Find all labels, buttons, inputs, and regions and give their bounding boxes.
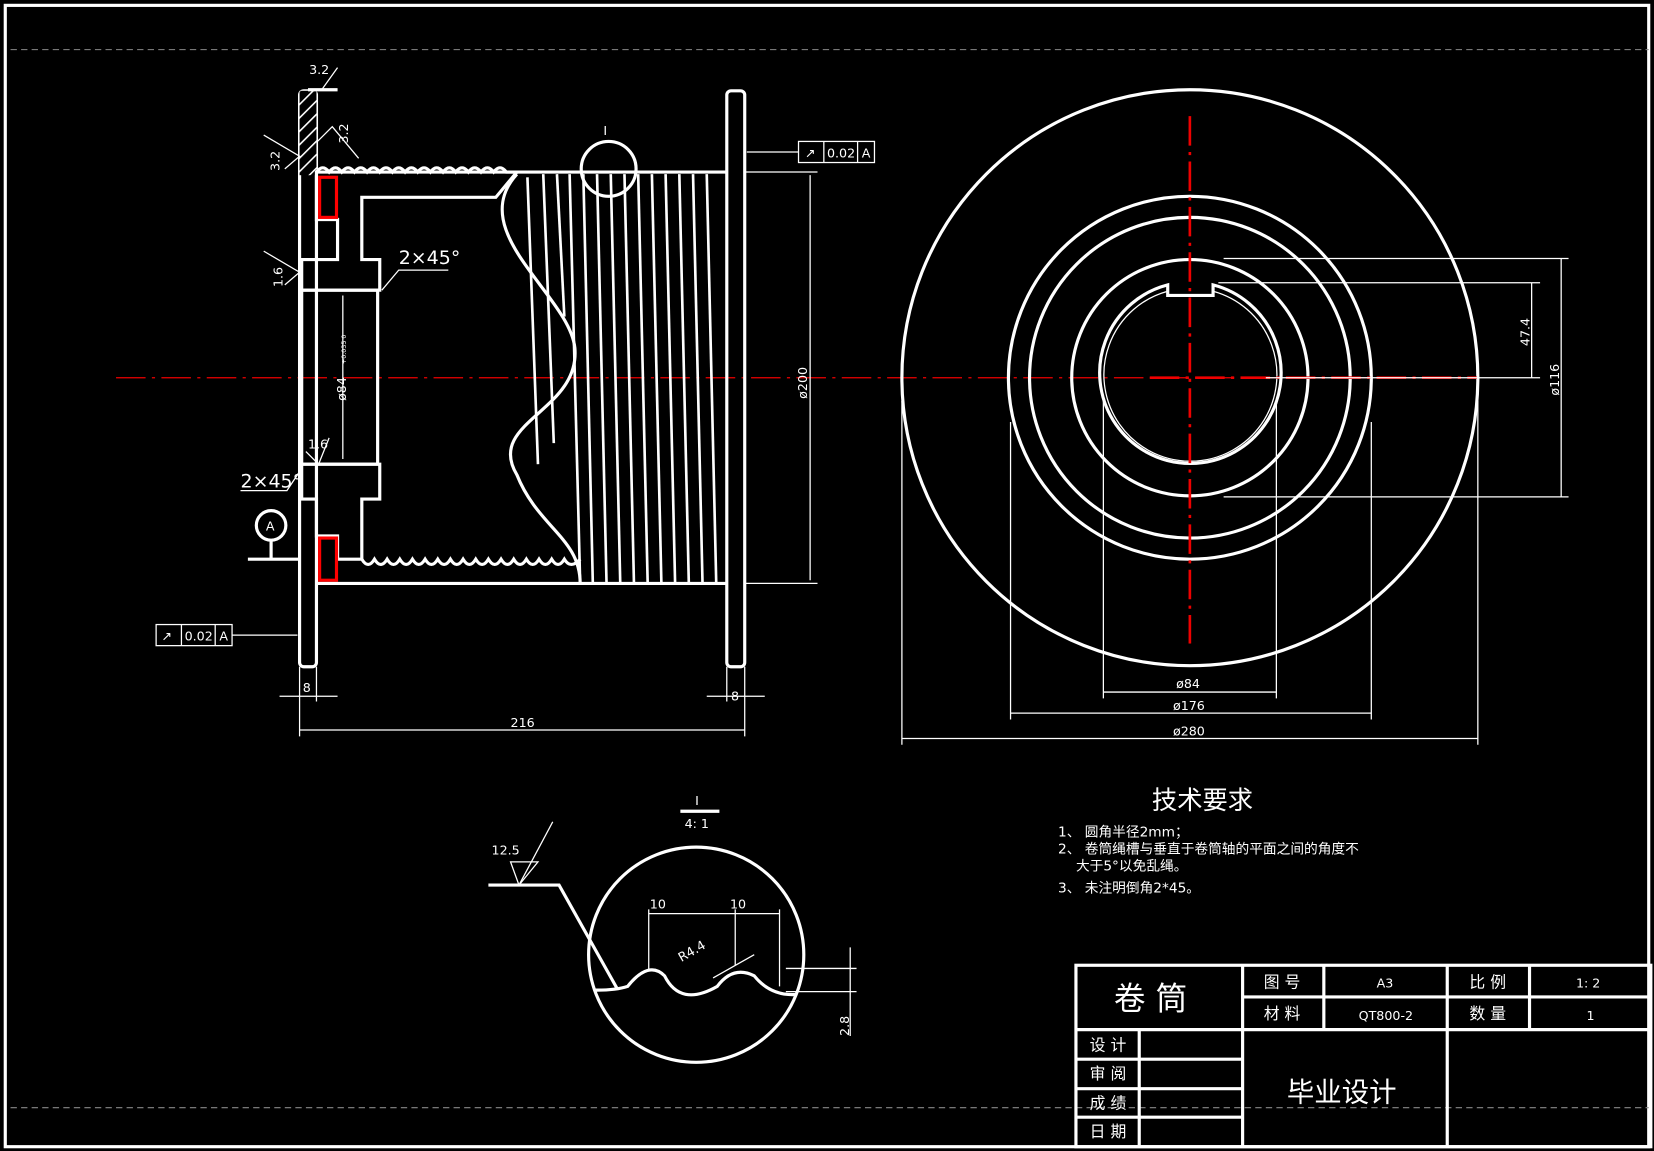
date-label: 日 期 [1090,1122,1127,1141]
tech-item-1: 1、 圆角半径2mm； [1058,825,1189,841]
roughness-flange-top: 3.2 [309,62,329,77]
detail-view: I 4: 1 12.5 10 10 R4.4 2.8 [488,793,857,1064]
svg-text:0.02: 0.02 [827,145,855,160]
svg-text:↗: ↗ [161,628,172,643]
roughness-flange-inner: 3.2 [336,123,351,143]
dia-84: ø84 [1176,676,1200,691]
datum-label: A [266,519,275,534]
pitch-left: 10 [650,896,666,911]
quantity-label: 数 量 [1469,1004,1506,1023]
drawing-no: A3 [1377,975,1394,990]
project-name: 毕业设计 [1287,1077,1397,1108]
flange-width-right: 8 [731,688,739,703]
roughness-bore-bottom: 1.6 [308,436,328,451]
bore-tolerance: +0.035 0 [341,335,348,364]
part-name: 卷 筒 [1114,982,1187,1018]
dia-280: ø280 [1173,723,1205,738]
dia-116: ø116 [1547,364,1562,396]
drawing-no-label: 图 号 [1264,972,1301,991]
svg-text:A: A [862,145,871,160]
title-block: 卷 筒 图 号 A3 比 例 1: 2 材 料 QT800-2 数 量 1 设 … [1074,963,1653,1149]
scale-label: 比 例 [1469,972,1506,991]
roughness-bore-top: 1.6 [271,267,286,287]
pitch-right: 10 [730,896,746,911]
tech-item-2: 2、 卷筒绳槽与垂直于卷筒轴的平面之间的角度不 [1058,840,1359,857]
design-label: 设 计 [1090,1036,1127,1055]
material-label: 材 料 [1264,1004,1301,1023]
detail-roughness: 12.5 [492,843,520,858]
detail-marker: I [603,123,607,138]
groove-depth: 2.8 [837,1016,852,1036]
groove-radius: R4.4 [675,937,708,964]
dia-176: ø176 [1173,698,1205,713]
drum-diameter: ø200 [795,367,810,399]
tech-item-2-cont: 大于5°以免乱绳。 [1076,858,1188,874]
runout-tolerance-top: ↗ 0.02 A [746,140,876,164]
runout-tolerance-bottom: ↗ 0.02 A [155,623,298,647]
flange-width-left: 8 [303,680,311,695]
scale-value: 1: 2 [1576,975,1600,990]
svg-text:0.02: 0.02 [185,628,213,643]
tech-requirements: 技术要求 1、 圆角半径2mm； 2、 卷筒绳槽与垂直于卷筒轴的平面之间的角度不… [1058,786,1359,896]
detail-scale: 4: 1 [685,816,709,831]
end-view: ø84 ø176 ø280 47.4 ø116 [900,88,1569,745]
drawing-frame [3,3,1651,1149]
svg-text:↗: ↗ [805,145,816,160]
keyway-depth: 47.4 [1518,318,1533,346]
chamfer-bottom: 2×45° [241,470,303,492]
chamfer-top: 2×45° [399,247,461,269]
detail-label: I [695,793,699,808]
bore-diameter: ø84 [334,377,349,401]
quantity-value: 1 [1586,1008,1594,1023]
material-value: QT800-2 [1359,1008,1413,1023]
tech-requirements-title: 技术要求 [1152,786,1253,815]
svg-text:A: A [219,628,228,643]
roughness-flange-outer: 3.2 [268,151,283,171]
review-label: 审 阅 [1090,1064,1127,1083]
section-view: I 3.2 3.2 3.2 1.6 1.6 2×45° 2×45° ø84 +0… [155,62,876,737]
tech-item-3: 3、 未注明倒角2*45。 [1058,880,1200,896]
grade-label: 成 绩 [1090,1094,1127,1113]
overall-length: 216 [511,715,535,730]
